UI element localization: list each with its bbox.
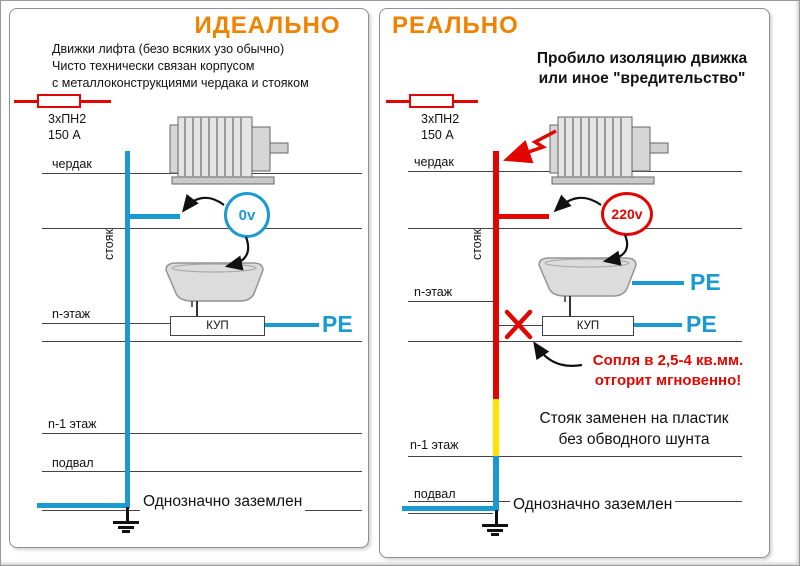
warning-line: отгорит мгновенно! (594, 371, 742, 389)
ground-icon (482, 510, 510, 536)
fuse-type-label: 3хПН2 (419, 112, 462, 126)
riser-segment-yellow (493, 399, 499, 456)
kup-label: КУП (206, 320, 229, 332)
fault-branch-wire (499, 214, 549, 219)
panel-title: РЕАЛЬНО (392, 12, 519, 39)
fuse-type-label: 3хПН2 (46, 112, 89, 126)
floor-label-n1: n-1 этаж (46, 417, 99, 431)
riser-bottom-wire (402, 506, 493, 511)
kup-label: КУП (576, 320, 600, 332)
kup-connection-line (499, 325, 542, 326)
floor-label-attic: чердак (50, 157, 94, 171)
grounded-text: Однозначно заземлен (140, 493, 306, 511)
description-line: Чисто технически связан корпусом (52, 58, 255, 73)
tub-to-kup-wire (569, 296, 571, 316)
bonding-branch-wire (130, 214, 180, 219)
description-line: Пробило изоляцию движка (536, 50, 748, 67)
floor-line (408, 456, 742, 457)
riser-label: стояк (102, 229, 116, 261)
pe-label-tub: PE (690, 269, 721, 295)
description-text: Движки лифта (безо всяких узо обычно) Чи… (52, 41, 368, 92)
ground-icon (113, 507, 141, 533)
panel-ideal: ИДЕАЛЬНО Движки лифта (безо всяких узо о… (9, 8, 369, 548)
floor-line (42, 433, 362, 434)
arrow-to-branch-icon (181, 193, 225, 213)
warning-line: Сопля в 2,5-4 кв.мм. (592, 352, 744, 369)
riser-label: стояк (470, 229, 484, 261)
pe-wire (634, 323, 682, 327)
pe-label-kup: PE (686, 311, 717, 337)
warning-text: Сопля в 2,5-4 кв.мм. отгорит мгновенно! (570, 351, 766, 390)
pe-label: PE (322, 311, 353, 337)
floor-line (408, 341, 742, 342)
floor-label-basement: подвал (50, 456, 96, 470)
motor-icon (549, 116, 669, 185)
floor-line (42, 471, 362, 472)
fuse-rating-label: 150 А (46, 128, 83, 142)
floor-label-attic: чердак (412, 155, 456, 169)
kup-box: КУП (542, 316, 634, 336)
floor-label-n1: n-1 этаж (408, 438, 461, 452)
floor-line (42, 323, 265, 324)
panel-title: ИДЕАЛЬНО (194, 12, 341, 39)
riser-segment-red (493, 151, 499, 399)
floor-label-basement: подвал (412, 487, 458, 501)
floor-line (408, 301, 493, 302)
grounded-text: Однозначно заземлен (510, 496, 676, 514)
kup-box: КУП (170, 316, 265, 336)
riser-segment-blue (493, 456, 499, 511)
description-line: или иное "вредительство" (538, 70, 746, 88)
voltage-circle: 220v (601, 192, 653, 236)
pe-wire (632, 281, 684, 285)
floor-line (408, 228, 742, 229)
plastic-riser-text: Стояк заменен на пластик без обводного ш… (508, 409, 760, 451)
riser-bottom-wire (37, 503, 130, 508)
pe-wire (265, 323, 319, 327)
floor-line (42, 341, 362, 342)
voltage-value: 0v (238, 206, 256, 224)
note-line: Стояк заменен на пластик (539, 410, 729, 427)
description-line: с металлоконструкциями чердака и стояком (52, 75, 309, 90)
arrow-to-branch-icon (553, 194, 602, 213)
bathtub-icon (165, 262, 264, 307)
description-text: Пробило изоляцию движка или иное "вредит… (518, 49, 766, 89)
floor-line (408, 513, 493, 514)
bathtub-icon (538, 257, 637, 302)
floor-label-n: n-этаж (50, 307, 93, 321)
fuse-icon (37, 94, 81, 108)
floor-line (42, 228, 362, 229)
floor-label-n: n-этаж (412, 285, 455, 299)
motor-icon (169, 116, 289, 185)
voltage-value: 220v (611, 206, 643, 222)
tub-to-kup-wire (196, 301, 198, 316)
description-line: Движки лифта (безо всяких узо обычно) (52, 42, 285, 56)
voltage-circle: 0v (224, 192, 270, 238)
note-line: без обводного шунта (558, 430, 710, 448)
riser-line (125, 151, 130, 508)
panel-real: РЕАЛЬНО Пробило изоляцию движка или иное… (379, 8, 770, 558)
fuse-rating-label: 150 А (419, 128, 456, 142)
fuse-icon (409, 94, 454, 108)
